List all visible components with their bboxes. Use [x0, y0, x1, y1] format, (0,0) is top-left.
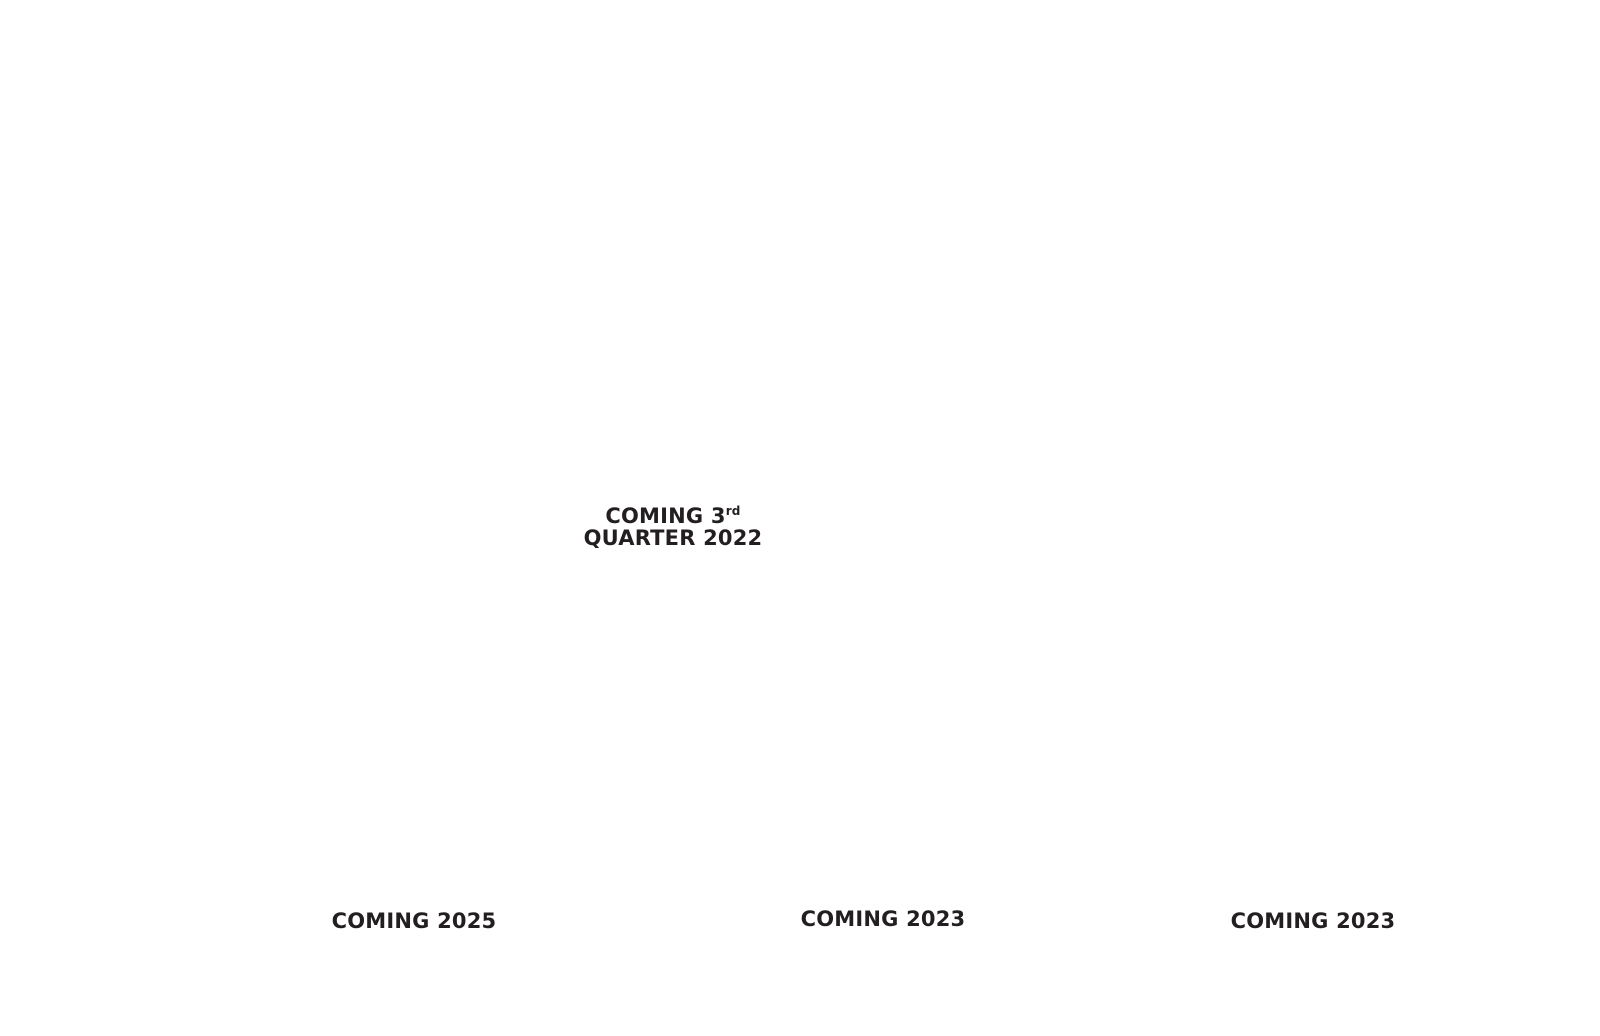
coming-third-quarter-2022-label: COMING 3rd QUARTER 2022 — [584, 505, 763, 549]
quarter-line-2: QUARTER 2022 — [583, 526, 763, 550]
coming-2025-label: COMING 2025 — [331, 909, 497, 933]
quarter-line-1: COMING 3rd — [605, 504, 741, 528]
ordinal-suffix: rd — [725, 504, 741, 518]
coming-2023-right-label: COMING 2023 — [1230, 909, 1396, 933]
coming-2023-center-label: COMING 2023 — [800, 907, 966, 931]
